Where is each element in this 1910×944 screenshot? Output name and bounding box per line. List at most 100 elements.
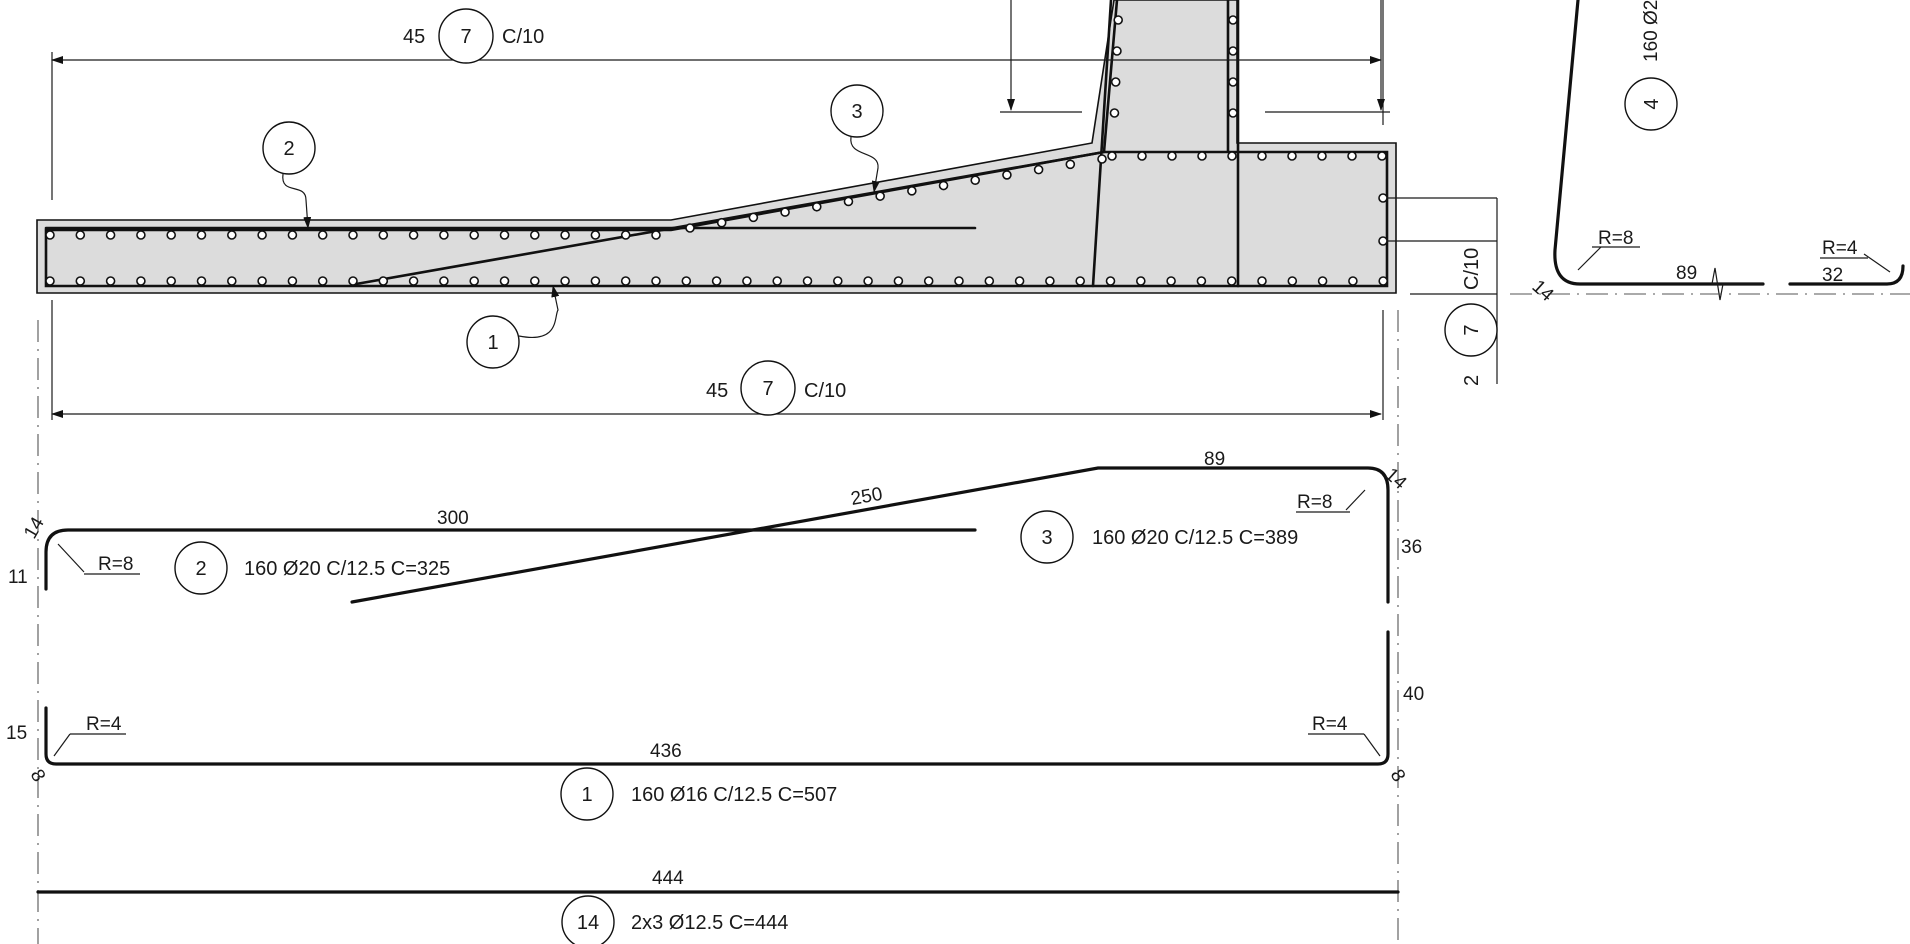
top-dim-mark: 7 <box>460 26 471 48</box>
longitudinal-bar-dot <box>348 230 358 240</box>
footing-section <box>36 0 1397 294</box>
longitudinal-bar-dot <box>1045 276 1055 286</box>
bar-3-detail: 250 89 36 R=8 14 3 160 Ø20 C/12.5 C=389 <box>350 449 1422 604</box>
longitudinal-bar-dot <box>378 230 389 240</box>
longitudinal-bar-dot <box>651 230 661 240</box>
bar-2-detail: 300 11 R=8 14 2 160 Ø20 C/12.5 C=325 <box>8 508 977 595</box>
longitudinal-bar-dot <box>1228 108 1238 118</box>
longitudinal-bar-dot <box>907 186 917 196</box>
bar-1-mark: 1 <box>581 784 592 806</box>
longitudinal-bar-dot <box>529 276 540 286</box>
longitudinal-bar-dot <box>1317 276 1328 286</box>
bar-4-length-b: 32 <box>1822 265 1843 286</box>
longitudinal-bar-dot <box>1136 276 1146 286</box>
longitudinal-bar-dot <box>1227 151 1237 161</box>
bar-3-len-top: 89 <box>1204 449 1225 470</box>
longitudinal-bar-dot <box>772 276 783 286</box>
longitudinal-bar-dot <box>439 230 449 240</box>
longitudinal-bar-dot <box>136 230 146 240</box>
longitudinal-bar-dot <box>45 276 55 286</box>
longitudinal-bar-dot <box>196 276 207 286</box>
stem-bar-left <box>1091 0 1113 288</box>
bar-3-radius: R=8 <box>1297 492 1332 513</box>
top-dim-count: 45 <box>403 26 425 48</box>
callout-1: 1 <box>466 285 560 369</box>
longitudinal-bar-dot <box>875 191 885 201</box>
longitudinal-bar-dot <box>45 230 55 240</box>
longitudinal-bar-dot <box>620 276 631 286</box>
bar-1-leg-left: 15 <box>6 723 27 744</box>
slope-bar-3 <box>354 150 1106 286</box>
callout-2: 2 <box>262 121 316 229</box>
longitudinal-bar-dot <box>196 230 207 240</box>
longitudinal-bar-dot <box>620 230 631 240</box>
longitudinal-bar-dot <box>1110 77 1121 87</box>
longitudinal-bar-dot <box>1033 164 1044 175</box>
longitudinal-bar-dot <box>75 230 86 240</box>
bar-2-radius: R=8 <box>98 554 133 575</box>
longitudinal-bar-dot <box>1347 151 1357 161</box>
callout-3-label: 3 <box>851 101 862 123</box>
longitudinal-bar-dot <box>1287 151 1297 161</box>
longitudinal-bar-dot <box>1348 276 1358 286</box>
longitudinal-bar-dot <box>711 276 722 286</box>
longitudinal-bar-dot <box>1014 276 1025 286</box>
longitudinal-bar-dot <box>1377 151 1387 161</box>
side-dim-mark: 7 <box>1461 324 1483 335</box>
bar-4-mark: 4 <box>1641 98 1663 109</box>
bottom-dimension: 45 7 C/10 <box>51 300 1384 420</box>
longitudinal-bar-dot <box>1378 193 1388 203</box>
longitudinal-bar-dot <box>257 276 267 286</box>
longitudinal-bar-dot <box>560 230 570 240</box>
longitudinal-bar-dot <box>105 230 116 240</box>
longitudinal-bar-dot <box>1287 276 1298 286</box>
side-dim-count: 2 <box>1461 375 1483 386</box>
bar-1-leg-right: 40 <box>1403 684 1424 705</box>
longitudinal-bar-dot <box>408 276 419 286</box>
longitudinal-bar-dot <box>938 180 949 191</box>
longitudinal-bar-dot <box>469 276 480 286</box>
bar-4-length-a: 89 <box>1676 263 1697 284</box>
longitudinal-bar-dot <box>832 276 843 286</box>
bar-1-detail: 436 15 40 R=4 R=4 8 8 1 160 Ø16 C/12.5 C… <box>6 630 1424 821</box>
longitudinal-bar-dot <box>227 230 237 240</box>
longitudinal-bar-dot <box>742 276 752 286</box>
longitudinal-bar-dot <box>1166 276 1176 286</box>
longitudinal-bar-dot <box>923 276 934 286</box>
longitudinal-bar-dot <box>843 196 854 207</box>
longitudinal-bar-dot <box>716 217 727 228</box>
bar-2-leg: 11 <box>8 567 28 588</box>
bar-4-detail: 4 160 Ø2 R=8 89 14 R=4 32 <box>1510 0 1910 306</box>
longitudinal-bar-dot <box>1167 151 1177 161</box>
longitudinal-bar-dot <box>651 276 661 286</box>
longitudinal-bar-dot <box>1109 108 1120 118</box>
longitudinal-bar-dot <box>166 230 176 240</box>
bar-1-radius-left: R=4 <box>86 714 122 735</box>
longitudinal-bar-dot <box>685 223 695 233</box>
bar-14-mark: 14 <box>577 912 599 934</box>
bar-2-mark: 2 <box>195 558 206 580</box>
longitudinal-bar-dot <box>1196 276 1207 286</box>
longitudinal-bar-dot <box>499 276 510 286</box>
longitudinal-bar-dot <box>863 276 873 286</box>
longitudinal-bar-dot <box>1226 276 1237 286</box>
longitudinal-bar-dot <box>75 276 86 286</box>
bar-2-hook: 14 <box>20 513 49 542</box>
longitudinal-bar-dot <box>954 276 964 286</box>
longitudinal-bar-dot <box>893 276 904 286</box>
longitudinal-bar-dot <box>590 276 601 286</box>
bar-1-spec: 160 Ø16 C/12.5 C=507 <box>631 784 837 806</box>
longitudinal-bar-dot <box>408 230 419 240</box>
longitudinal-bar-dot <box>590 230 601 240</box>
bar-14-detail: 444 14 2x3 Ø12.5 C=444 <box>36 868 1400 944</box>
bar-14-len-main: 444 <box>652 868 684 889</box>
longitudinal-bar-dot <box>529 230 540 240</box>
bar-4-label: 160 Ø2 <box>1641 0 1662 62</box>
bar-1-hook-right: 8 <box>1386 766 1409 786</box>
longitudinal-bar-dot <box>1105 276 1116 286</box>
callout-3: 3 <box>830 84 884 193</box>
stem-cover-line <box>1102 0 1230 153</box>
longitudinal-bar-dot <box>1112 46 1122 56</box>
callout-1-label: 1 <box>487 332 498 354</box>
